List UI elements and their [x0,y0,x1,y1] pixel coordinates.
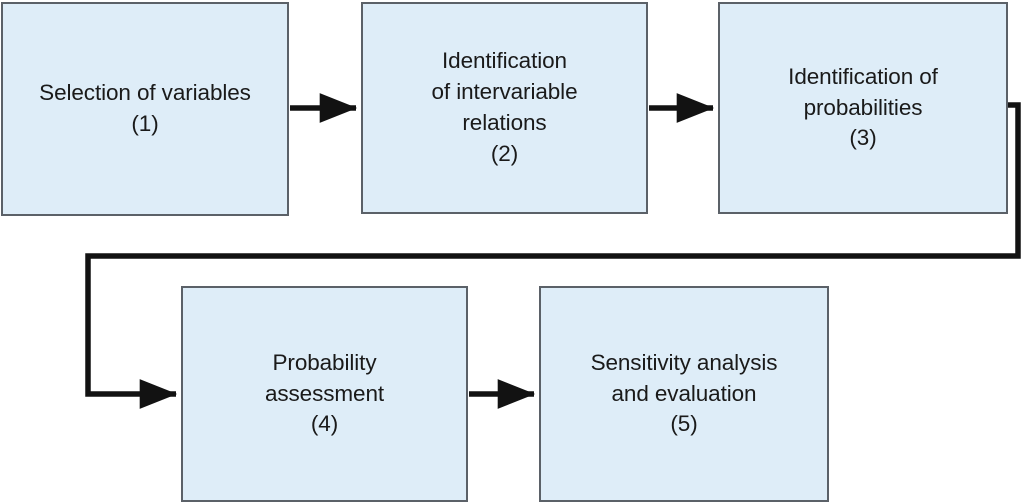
flow-node-5-label: Sensitivity analysis and evaluation (5) [590,349,778,437]
flow-node-3[interactable]: Identification of probabilities (3) [718,2,1008,214]
flow-node-2-label: Identification of intervariable relation… [431,48,578,166]
flow-node-5[interactable]: Sensitivity analysis and evaluation (5) [539,286,829,502]
flow-node-4[interactable]: Probability assessment (4) [181,286,468,502]
flow-node-1-label: Selection of variables (1) [39,80,251,136]
flow-node-4-label: Probability assessment (4) [264,349,385,437]
flow-node-2[interactable]: Identification of intervariable relation… [361,2,648,214]
flow-node-1[interactable]: Selection of variables (1) [1,2,289,216]
flow-node-3-label: Identification of probabilities (3) [788,63,938,151]
